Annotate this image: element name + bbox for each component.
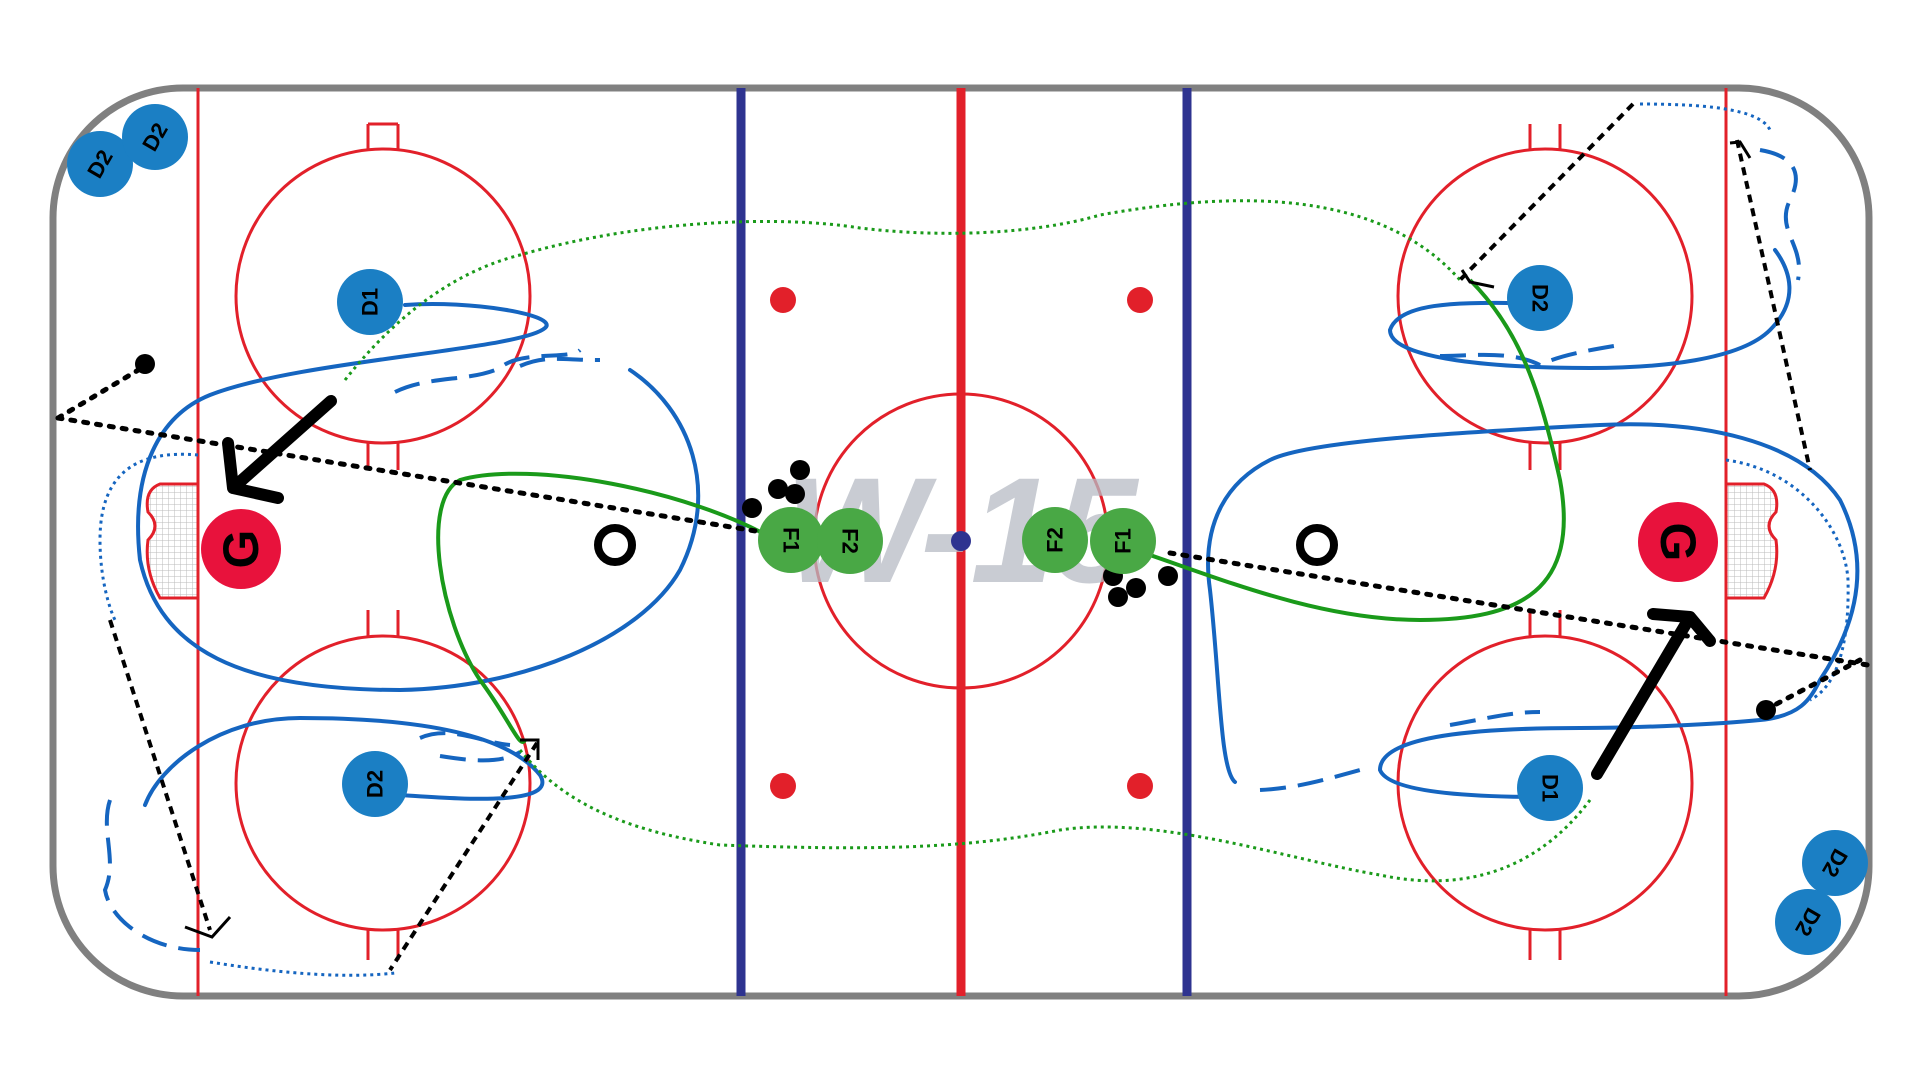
pylon-right [1296, 524, 1338, 566]
skate-path-right-d1 [1206, 422, 1860, 799]
faceoff-circle-right-top [1396, 147, 1694, 445]
forward-path-left [436, 471, 777, 744]
puck [1126, 578, 1146, 598]
player-d2: D2 [122, 104, 188, 170]
faceoff-circle-left-bottom [234, 634, 532, 932]
skate-paths [136, 248, 1860, 807]
svg-text:F2: F2 [1043, 527, 1068, 553]
player-d2: D2 [1802, 830, 1868, 896]
puck [1108, 587, 1128, 607]
svg-text:D1: D1 [358, 288, 383, 316]
goal-net-right [1724, 482, 1779, 600]
puck [135, 354, 155, 374]
player-f2: F2 [817, 508, 883, 574]
shot-arrow-right [1591, 608, 1716, 780]
player-d1: D1 [337, 269, 403, 335]
player-d2: D2 [1775, 889, 1841, 955]
svg-text:F1: F1 [779, 527, 804, 553]
svg-text:D2: D2 [363, 770, 388, 798]
pylon-left [594, 524, 636, 566]
svg-text:F1: F1 [1111, 528, 1136, 554]
faceoff-dot [770, 773, 796, 799]
pucks [135, 354, 1776, 720]
svg-text:F2: F2 [838, 528, 863, 554]
goal-net-left [145, 482, 200, 600]
faceoff-dot [770, 287, 796, 313]
goalie-left: G [201, 509, 281, 589]
puck [790, 460, 810, 480]
neutral-zone-dots [770, 287, 1153, 799]
forward-paths [436, 278, 1566, 744]
shot-arrow-left [222, 395, 337, 504]
player-d2: D2 [1507, 265, 1573, 331]
player-d2: D2 [67, 131, 133, 197]
player-f1: F1 [758, 507, 824, 573]
puck [1756, 700, 1776, 720]
forward-dotted-paths [343, 199, 1592, 883]
skate-path-left-d1 [136, 302, 701, 693]
pylons [594, 524, 1338, 566]
puck [785, 484, 805, 504]
player-d1: D1 [1517, 755, 1583, 821]
center-faceoff-dot [951, 531, 971, 551]
shot-arrows [222, 395, 1716, 780]
forward-path-right [1119, 278, 1566, 623]
dotted-skate-paths [98, 102, 1850, 977]
puck [768, 479, 788, 499]
skate-path-left-d2 [143, 715, 545, 807]
goalie-label: G [1650, 523, 1706, 562]
pass-arrowheads [184, 140, 1752, 939]
puck [742, 498, 762, 518]
player-d2: D2 [342, 751, 408, 817]
player-f2: F2 [1022, 507, 1088, 573]
faceoff-dot [1127, 773, 1153, 799]
svg-text:D2: D2 [1528, 284, 1553, 312]
faceoff-dot [1127, 287, 1153, 313]
player-f1: F1 [1090, 508, 1156, 574]
goalie-right: G [1638, 502, 1718, 582]
pass-lines [108, 102, 1812, 972]
faceoff-circle-left-top [234, 147, 532, 445]
puck [1158, 566, 1178, 586]
shot-lines [55, 363, 1871, 713]
svg-text:D1: D1 [1538, 774, 1563, 802]
goalie-label: G [213, 530, 269, 569]
stop-start-paths [102, 148, 1802, 952]
